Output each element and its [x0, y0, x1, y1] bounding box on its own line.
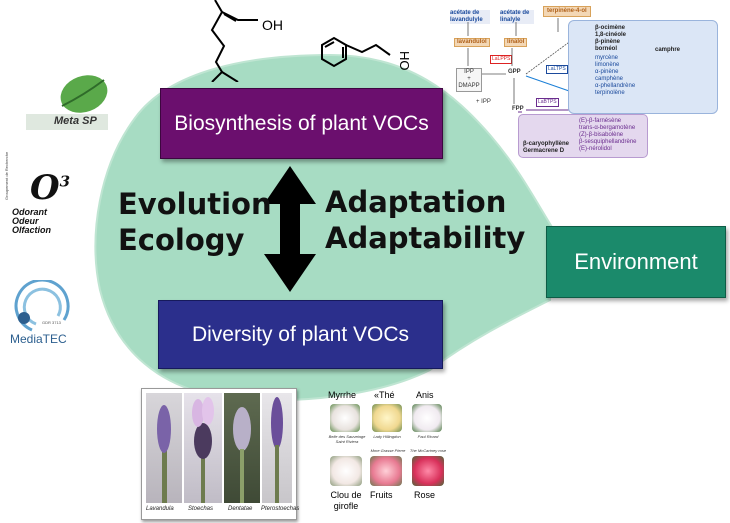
- dentatae-image: [224, 393, 260, 503]
- o3-lines: Odorant Odeur Olfaction: [12, 208, 51, 235]
- diversity-box: Diversity of plant VOCs: [158, 300, 443, 369]
- rose-header-anis: Anis: [416, 390, 434, 400]
- pathway-diagram: terpinène-4-ol acétate de lavandulyle ac…: [448, 2, 724, 160]
- pterostoechas-image: [262, 393, 292, 503]
- latps-tag: LaLTPS: [546, 65, 568, 74]
- roses-panel: Myrrhe «Thé Anis Belle des Sauvetage Sai…: [322, 388, 448, 520]
- o3-line-3: Olfaction: [12, 225, 52, 235]
- sesq-1: trans-α-bergamotène: [579, 125, 636, 131]
- mediatec-small: GDR 3713: [42, 320, 61, 325]
- ipp-dmapp-box: IPP + DMAPP: [456, 68, 482, 92]
- molecule-oh-2: HO: [397, 51, 412, 71]
- caption-lavandula: Lavandula: [146, 506, 174, 512]
- o3-line-2: Odeur: [12, 216, 39, 226]
- left-text: Evolution Ecology: [118, 186, 272, 258]
- monoterpene-list-top: β-ocimène 1,8-cinéole β-pinène bornéol: [595, 25, 626, 53]
- sesq-4: (E)-nérolidol: [579, 146, 612, 152]
- biosynthesis-label: Biosynthesis of plant VOCs: [174, 111, 429, 135]
- rose-footer-fruits: Fruits: [370, 490, 393, 500]
- right-text: Adaptation Adaptability: [325, 184, 525, 256]
- phenylethanol-molecule: HO: [321, 36, 412, 71]
- mono-5: limonène: [595, 62, 620, 68]
- acetate-linalyle: acétate de linalyle: [500, 10, 534, 24]
- plus-text: +: [467, 76, 471, 82]
- metasp-logo: Meta SP: [22, 70, 112, 132]
- rose-image-the: [372, 404, 402, 432]
- mono-1: 1,8-cinéole: [595, 32, 627, 38]
- caption-dentatae: Dentatae: [228, 506, 253, 512]
- rose-caption-5: The McCartney rose: [409, 448, 447, 453]
- caryophyllene-text: β-caryophyllène: [523, 141, 570, 147]
- ipp2-text: + IPP: [476, 99, 491, 105]
- rose-footer-clou: Clou de girofle: [330, 490, 362, 511]
- sesquiterpene-list: (E)-β-farnésène trans-α-bergamotène (Z)-…: [579, 118, 637, 153]
- caption-pterostoechas: Pterostoechas: [261, 506, 300, 512]
- double-arrow-icon: [264, 166, 316, 292]
- sesq-3: β-sesquiphellandrène: [579, 139, 637, 145]
- rose-image-fruits: [370, 456, 402, 486]
- mediatec-logo: GDR 3713 MediaTEC: [2, 278, 86, 350]
- sesq-2: (Z)-β-bisabolène: [579, 132, 624, 138]
- gpp-text: GPP: [508, 69, 521, 75]
- sesquiterpene-box: (E)-β-farnésène trans-α-bergamotène (Z)-…: [518, 114, 648, 158]
- mono-6: α-pinène: [595, 69, 619, 75]
- labtps-tag: LaBTPS: [536, 98, 559, 107]
- ipp-text: IPP: [464, 69, 474, 75]
- mono-8: α-phellandrène: [595, 83, 636, 89]
- molecule-oh-1: OH: [262, 17, 283, 33]
- rose-image-anis: [412, 404, 442, 432]
- environment-box: Environment: [546, 226, 726, 298]
- fpp-text: FPP: [512, 106, 524, 112]
- rose-caption-2: Lady Hillingdon: [373, 434, 401, 439]
- linalol: linalol: [504, 38, 528, 47]
- monoterpene-box: β-ocimène 1,8-cinéole β-pinène bornéol c…: [568, 20, 718, 114]
- stoechas-image: [184, 393, 222, 503]
- lavandula-image: [146, 393, 182, 503]
- rose-image-myrrhe: [330, 404, 360, 432]
- ecology-text: Ecology: [118, 223, 245, 257]
- camphre-text: camphre: [655, 47, 681, 53]
- dmapp-text: DMAPP: [458, 83, 480, 89]
- germacrene-text: Germacrene D: [523, 148, 565, 154]
- sesq-0: (E)-β-farnésène: [579, 118, 622, 124]
- caption-stoechas: Stoechas: [188, 506, 214, 512]
- o3-logo: Groupement de Recherche O3 Odorant Odeur…: [4, 151, 84, 238]
- mono-2: β-pinène: [595, 39, 620, 45]
- rose-footer-rose: Rose: [414, 490, 436, 500]
- geraniol-molecule: OH: [210, 0, 283, 82]
- metasp-text: Meta SP: [54, 115, 97, 127]
- rose-image-clou: [330, 456, 362, 486]
- o3-mark: O3: [30, 168, 71, 208]
- sesq-other: β-caryophyllène Germacrene D: [523, 141, 569, 155]
- rose-caption-4: Mme Grasse Pierre: [370, 448, 406, 453]
- diversity-label: Diversity of plant VOCs: [191, 322, 410, 346]
- adaptation-text: Adaptation: [325, 185, 507, 219]
- acetate-lavandulyle: acétate de lavandulyle: [450, 10, 490, 24]
- rose-header-the: «Thé: [374, 390, 395, 400]
- tag-terpinene: terpinène-4-ol: [543, 6, 591, 17]
- rose-caption-3: Paul Ricard: [417, 434, 439, 439]
- o3-line-1: Odorant: [12, 207, 47, 217]
- mono-9: terpinolène: [595, 90, 625, 96]
- rose-header-myrrhe: Myrrhe: [328, 390, 357, 400]
- lavender-photo: Lavandula Stoechas Dentatae Pterostoecha…: [141, 388, 300, 520]
- evolution-text: Evolution: [118, 187, 272, 221]
- rose-image-rose: [412, 456, 444, 486]
- o3-side-text: Groupement de Recherche: [4, 151, 9, 200]
- mono-4: myrcène: [595, 55, 619, 61]
- environment-label: Environment: [574, 249, 698, 274]
- mono-0: β-ocimène: [595, 25, 626, 31]
- biosynthesis-box: Biosynthesis of plant VOCs: [160, 88, 443, 159]
- mediatec-text: MediaTEC: [10, 332, 67, 346]
- lavandulol: lavandulol: [454, 38, 490, 47]
- mono-7: camphène: [595, 76, 624, 82]
- monoterpene-list-bottom: myrcène limonène α-pinène camphène α-phe…: [595, 55, 635, 97]
- rose-caption-1: Belle des Sauvetage Saint Riviera: [328, 434, 366, 444]
- mono-3: bornéol: [595, 46, 617, 52]
- adaptability-text: Adaptability: [325, 221, 526, 255]
